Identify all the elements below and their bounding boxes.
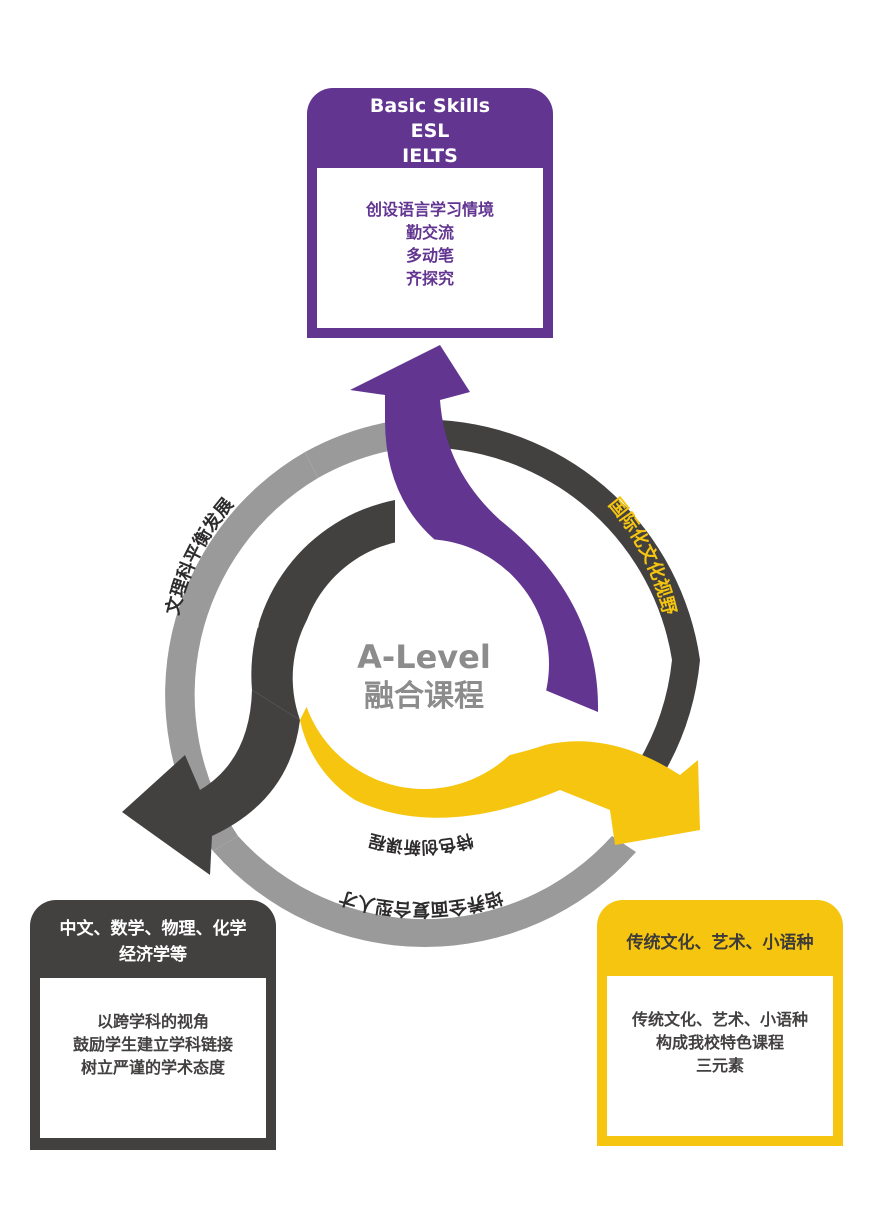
top-box-body: 创设语言学习情境 勤交流 多动笔 齐探究 bbox=[317, 168, 543, 328]
left-box-header: 中文、数学、物理、化学 经济学等 bbox=[30, 900, 276, 968]
outer-ring-gray-arc bbox=[213, 836, 636, 947]
yellow-arrow-to-right-box bbox=[300, 700, 700, 845]
top-body-line: 创设语言学习情境 bbox=[365, 200, 494, 219]
right-body-line: 传统文化、艺术、小语种 bbox=[631, 1010, 808, 1029]
right-box-body: 传统文化、艺术、小语种 构成我校特色课程 三元素 bbox=[607, 976, 833, 1136]
outer-ring-dark-arc bbox=[305, 420, 405, 478]
left-body-line: 鼓励学生建立学科链接 bbox=[72, 1035, 233, 1054]
top-header-line: ESL bbox=[410, 120, 450, 142]
left-header-line: 中文、数学、物理、化学 bbox=[59, 919, 247, 939]
right-body-line: 构成我校特色课程 bbox=[655, 1033, 784, 1052]
outer-ring-dark-arc bbox=[440, 420, 700, 780]
top-header-line: Basic Skills bbox=[369, 95, 491, 117]
center-circle bbox=[299, 539, 549, 789]
outer-ring-gray-arc bbox=[165, 452, 318, 851]
dark-arrow-to-left-box bbox=[122, 690, 300, 875]
left-body-line: 树立严谨的学术态度 bbox=[80, 1058, 225, 1077]
left-box-body: 以跨学科的视角 鼓励学生建立学科链接 树立严谨的学术态度 bbox=[40, 978, 266, 1138]
inner-ring-dark-arc bbox=[251, 500, 395, 720]
top-box-english: Basic Skills ESL IELTS 创设语言学习情境 勤交流 多动笔 … bbox=[307, 88, 553, 338]
top-body-line: 齐探究 bbox=[405, 269, 454, 288]
center-title: A-Level bbox=[357, 638, 491, 676]
left-header-line: 经济学等 bbox=[119, 945, 187, 965]
right-header-line: 传统文化、艺术、小语种 bbox=[626, 933, 814, 953]
top-body-line: 多动笔 bbox=[405, 246, 454, 265]
top-header-line: IELTS bbox=[402, 145, 458, 167]
center-subtitle: 融合课程 bbox=[364, 679, 484, 714]
left-body-line: 以跨学科的视角 bbox=[96, 1012, 209, 1031]
right-body-line: 三元素 bbox=[695, 1056, 744, 1075]
top-body-line: 勤交流 bbox=[405, 223, 454, 242]
inner-bottom-label: 特色创新课程 bbox=[367, 829, 475, 857]
right-box-header: 传统文化、艺术、小语种 bbox=[597, 900, 843, 956]
right-box-featured: 传统文化、艺术、小语种 传统文化、艺术、小语种 构成我校特色课程 三元素 bbox=[597, 900, 843, 1146]
outer-right-label: 国际化文化视野 bbox=[604, 494, 680, 617]
top-box-header: Basic Skills ESL IELTS bbox=[307, 88, 553, 169]
left-box-disciplines: 中文、数学、物理、化学 经济学等 以跨学科的视角 鼓励学生建立学科链接 树立严谨… bbox=[30, 900, 276, 1150]
